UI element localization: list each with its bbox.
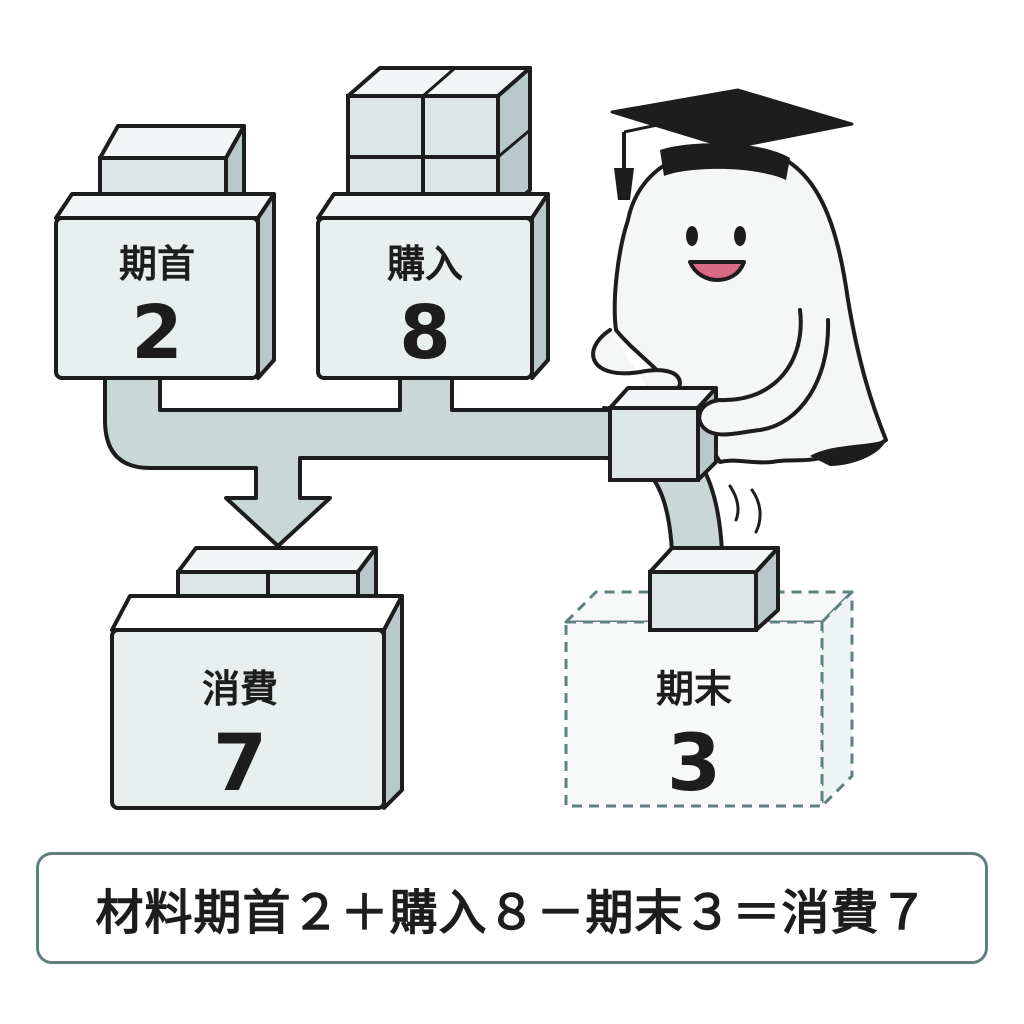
consumed-label: 消費 bbox=[202, 667, 278, 711]
ghost-mouth bbox=[688, 260, 746, 282]
consumed-value: 7 bbox=[213, 719, 267, 809]
consumed-box: 消費 7 bbox=[110, 546, 404, 810]
beginning-label: 期首 bbox=[119, 242, 195, 286]
crate-icon bbox=[98, 124, 246, 220]
crate-icon bbox=[608, 386, 718, 482]
beginning-box: 期首 2 bbox=[54, 124, 276, 380]
crate-icon bbox=[648, 546, 780, 632]
pipe-manifold bbox=[103, 376, 614, 548]
formula-text: 材料期首２＋購入８－期末３＝消費７ bbox=[95, 885, 929, 941]
purchase-label: 購入 bbox=[387, 242, 463, 286]
ending-box: 期末 3 bbox=[564, 546, 854, 809]
formula-box: 材料期首２＋購入８－期末３＝消費７ bbox=[36, 852, 988, 964]
graduation-cap-icon bbox=[610, 88, 854, 200]
ghost-eye-right bbox=[734, 226, 746, 246]
ghost-eye-left bbox=[686, 226, 698, 246]
ending-label: 期末 bbox=[656, 667, 732, 711]
ghost-character bbox=[591, 145, 888, 534]
ending-value: 3 bbox=[667, 719, 721, 809]
beginning-value: 2 bbox=[131, 290, 183, 376]
purchase-box: 購入 8 bbox=[316, 66, 550, 380]
purchase-value: 8 bbox=[399, 290, 451, 376]
